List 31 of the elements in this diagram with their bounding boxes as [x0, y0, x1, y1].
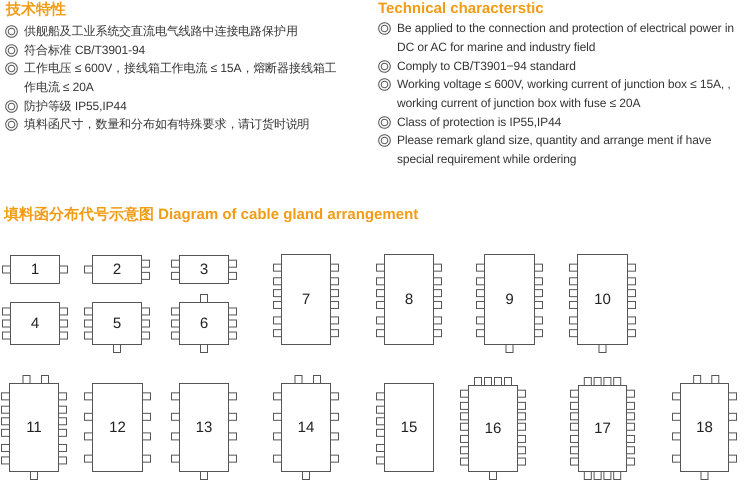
- box-number: 10: [593, 290, 612, 308]
- spec-text: Please remark gland size, quantity and arrange ment if have special requirement while ordering: [397, 132, 712, 168]
- spec-text: Comply to CB/T3901−94 standard: [397, 58, 577, 75]
- spec-text: Class of protection is IP55,IP44: [397, 114, 562, 131]
- box-number: 18: [695, 418, 714, 436]
- box-number: 4: [30, 314, 40, 332]
- section-heading: 技术特性: [6, 1, 66, 19]
- box-number: 14: [296, 418, 316, 436]
- spec-text: Be applied to the connection and protection of electrical power in DC or AC for marine and industry field: [397, 20, 735, 56]
- diagram-heading: 填料函分布代号示意图 Diagram of cable gland arrangement: [4, 206, 418, 224]
- box-number: 1: [30, 260, 40, 278]
- box-number: 12: [108, 418, 127, 436]
- box-number: 16: [484, 420, 502, 438]
- spec-text: 填料函尺寸，数量和分布如有特殊要求，请订货时说明: [24, 116, 311, 133]
- box-number: 8: [404, 290, 414, 308]
- spec-text: Working voltage ≤ 600V, working current of junction box ≤ 15A, , working current of junction box with fuse ≤ 20A: [397, 76, 732, 112]
- spec-text: 供舰船及工业系统交直流电气线路中连接电路保护用: [24, 23, 299, 40]
- spec-text: 工作电压 ≤ 600V，接线箱工作电流 ≤ 15A，熔断器接线箱工作电流 ≤ 20A: [24, 60, 338, 96]
- box-number: 11: [25, 418, 43, 436]
- box-number: 5: [112, 314, 122, 332]
- box-number: 7: [300, 290, 312, 308]
- box-number: 3: [198, 260, 210, 278]
- section-heading: Technical characterstic: [378, 0, 544, 18]
- box-number: 13: [194, 418, 214, 436]
- box-number: 6: [198, 314, 210, 332]
- box-number: 9: [504, 290, 515, 308]
- box-number: 17: [593, 420, 612, 438]
- spec-text: 防护等级 IP55,IP44: [24, 98, 128, 115]
- box-number: 15: [400, 418, 418, 436]
- box-number: 2: [112, 260, 122, 278]
- spec-text: 符合标准 CB/T3901-94: [24, 42, 146, 59]
